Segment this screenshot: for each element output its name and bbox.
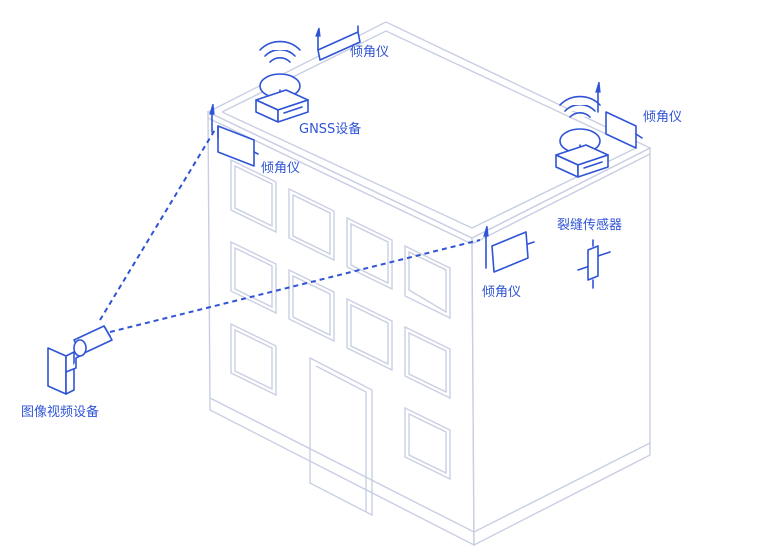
camera-links [99, 127, 481, 333]
tiltmeter-icon-left [209, 103, 259, 167]
video-device-label: 图像视频设备 [21, 404, 99, 420]
crack-sensor-label: 裂缝传感器 [557, 217, 622, 233]
tiltmeter-icon-wall [483, 225, 535, 273]
tiltmeter-icon-top [315, 25, 361, 61]
tiltmeter-wall-label: 倾角仪 [482, 285, 521, 300]
tiltmeter-right-roof-label: 倾角仪 [643, 110, 682, 125]
link-camera-to-tiltmeter-wall [109, 239, 481, 333]
roof-edge-lower [207, 117, 651, 245]
link-camera-to-tiltmeter-left [99, 127, 217, 321]
camera-icon [47, 325, 113, 395]
tiltmeter-icon-right-roof [595, 81, 643, 149]
crack-sensor-icon [577, 239, 611, 289]
gnss-device-icon [255, 40, 309, 123]
tiltmeter-top-label: 倾角仪 [350, 45, 389, 60]
gnss-label: GNSS设备 [299, 121, 361, 137]
wifi-signal-icon [259, 40, 301, 63]
building-base [209, 397, 651, 533]
building-door [309, 356, 373, 517]
wifi-signal-icon [559, 95, 601, 118]
gnss-device-icon-right [555, 95, 609, 178]
tiltmeter-left-label: 倾角仪 [261, 161, 300, 176]
windows [230, 158, 451, 481]
